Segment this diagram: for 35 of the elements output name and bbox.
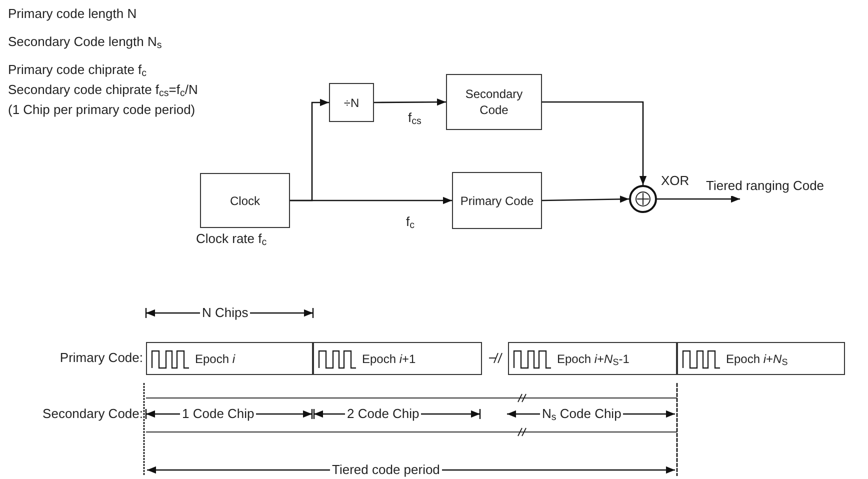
dimension-label: N Chips (200, 305, 250, 321)
block-label: Secondary Code (464, 86, 524, 118)
block-box (329, 83, 374, 122)
block-label: Clock (228, 192, 261, 208)
dimension-label: Tiered code period (330, 462, 442, 478)
arrow (374, 98, 446, 106)
row-label: Primary Code: (60, 350, 143, 366)
epoch-label: Epoch i+N$_{S}$ (726, 350, 788, 368)
epoch-label: Epoch i+N$_{S}$-1 (557, 350, 630, 368)
note-text: Secondary code chiprate f$_{cs}$=f$_{c}$/N (8, 82, 198, 98)
epoch-label: Epoch i (195, 350, 236, 368)
dimension-label: 1 Code Chip (180, 406, 256, 422)
block-label: Primary Code (459, 192, 535, 208)
epoch-box (146, 342, 313, 375)
block-label: ÷N (342, 94, 360, 110)
side-note: XOR (661, 172, 690, 190)
dimension-label: 2 Code Chip (345, 406, 422, 422)
epoch-box (677, 342, 845, 375)
epoch-box (313, 342, 482, 375)
arrow (290, 196, 452, 204)
epoch-box (508, 342, 677, 375)
arrow (542, 196, 630, 203)
note-text: Primary code chiprate f$_{c}$ (8, 62, 147, 78)
note-text: (1 Chip per primary code period) (8, 102, 196, 118)
row-label: Secondary Code: (42, 406, 143, 422)
dimension-label: N$_{s}$ Code Chip (540, 406, 624, 422)
block-box (200, 173, 290, 228)
block-box (446, 74, 542, 130)
arrow (657, 195, 740, 203)
arrow (542, 101, 647, 185)
block-box (452, 172, 542, 229)
note-text: Secondary Code length N$_{s}$ (8, 34, 162, 50)
epoch-label: Epoch i+1 (362, 350, 416, 368)
note-text: Primary code length N (8, 6, 137, 22)
side-note: Clock rate f$_{c}$ (196, 230, 267, 248)
